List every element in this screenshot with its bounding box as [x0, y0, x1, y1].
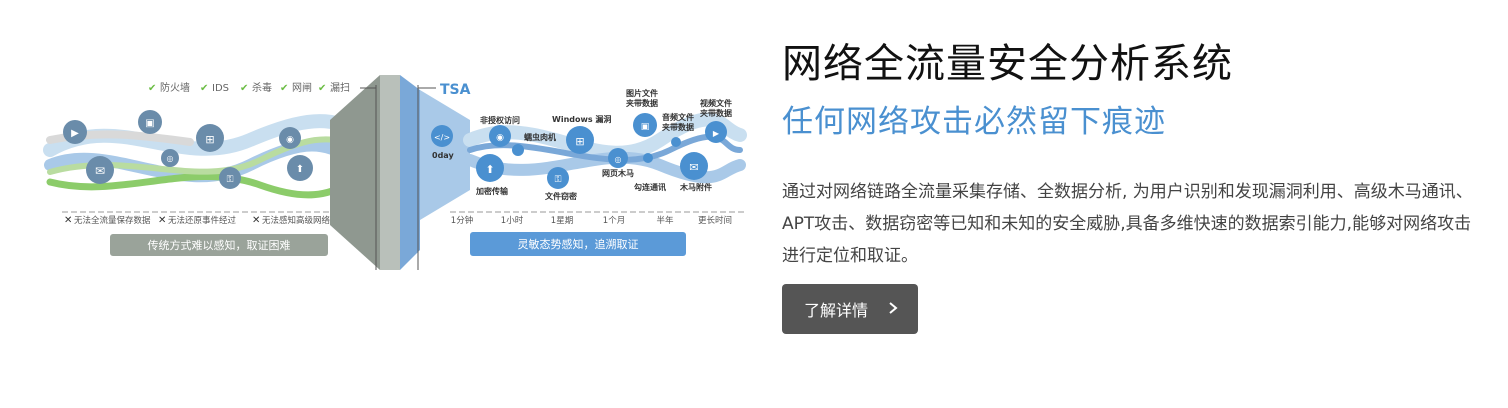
- svg-text:⊞: ⊞: [575, 135, 584, 148]
- check-label: 网闸: [292, 81, 312, 94]
- tsa-funnel: [330, 75, 470, 270]
- threat-label: 文件窃密: [545, 191, 577, 201]
- svg-text:◉: ◉: [286, 135, 294, 145]
- check-label: IDS: [212, 83, 229, 94]
- svg-text:◉: ◉: [496, 133, 504, 143]
- tsa-threat-labels: 0day 非授权访问 蠕虫肉机 Windows 漏洞 图片文件夹带数据 音频文件…: [432, 88, 732, 201]
- traditional-checks: ✔ 防火墙 ✔ IDS ✔ 杀毒 ✔ 网闸 ✔ 漏扫: [148, 81, 350, 94]
- threat-label: 非授权访问: [480, 115, 520, 125]
- failure-label: 无法全流量保存数据: [74, 215, 151, 226]
- svg-text:✕: ✕: [252, 215, 260, 226]
- product-info: 网络全流量安全分析系统 任何网络攻击必然留下痕迹 通过对网络链路全流量采集存储、…: [782, 40, 1482, 289]
- svg-text:⚿: ⚿: [227, 175, 234, 185]
- product-description: 通过对网络链路全流量采集存储、全数据分析, 为用户识别和发现漏洞利用、高级木马通…: [782, 182, 1473, 266]
- svg-text:✔: ✔: [148, 83, 156, 94]
- tsa-label: TSA: [440, 82, 471, 98]
- tsa-illustration: ▶ ✉ ▣ ◎ ⊞ ⚿ ◉ ⬆ </> ✔ 防火墙 ✔ IDS ✔ 杀毒 ✔ 网闸 ✔ 漏…: [43, 75, 747, 270]
- svg-text:⊞: ⊞: [205, 133, 214, 146]
- threat-label: Windows 漏洞: [552, 114, 611, 124]
- threat-label: 蠕虫肉机: [524, 132, 556, 142]
- svg-text:✕: ✕: [158, 215, 166, 226]
- learn-more-label: 了解详情: [804, 301, 869, 320]
- timeline: 1分钟 1小时 1星期 1个月 半年 更长时间: [450, 211, 745, 226]
- svg-text:✔: ✔: [318, 83, 326, 94]
- svg-text:▣: ▣: [641, 122, 650, 132]
- check-label: 漏扫: [330, 81, 350, 94]
- svg-text:◎: ◎: [167, 154, 174, 163]
- tsa-banner: 灵敏态势感知，追溯取证: [470, 232, 686, 256]
- failure-label: 无法感知高级网络攻击: [262, 215, 347, 226]
- tsa-icons: </> ◉ ⬆ ⚿ ⊞ ◎ ▣ ✉ ▶: [431, 113, 727, 189]
- timeline-label: 1分钟: [451, 215, 473, 226]
- svg-text:▶: ▶: [713, 129, 720, 138]
- chevron-right-icon: [888, 301, 898, 318]
- threat-label: 加密传输: [475, 186, 509, 196]
- svg-text:▣: ▣: [145, 118, 154, 129]
- traditional-failures: ✕无法全流量保存数据 ✕无法还原事件经过 ✕无法感知高级网络攻击: [62, 211, 347, 226]
- svg-text:◎: ◎: [615, 155, 622, 164]
- svg-text:✉: ✉: [689, 161, 698, 174]
- timeline-label: 1个月: [603, 216, 625, 226]
- timeline-label: 1小时: [501, 215, 524, 226]
- product-subtitle: 任何网络攻击必然留下痕迹: [782, 104, 1166, 140]
- product-title: 网络全流量安全分析系统: [782, 41, 1233, 87]
- check-label: 防火墙: [160, 81, 190, 94]
- svg-text:✔: ✔: [200, 83, 208, 94]
- traditional-banner: 传统方式难以感知，取证困难: [110, 234, 328, 256]
- failure-label: 无法还原事件经过: [168, 215, 237, 226]
- timeline-label: 半年: [656, 215, 674, 226]
- threat-label: 音频文件夹带数据: [662, 112, 694, 132]
- threat-label: 图片文件夹带数据: [626, 88, 658, 108]
- threat-label: 视频文件夹带数据: [700, 98, 732, 118]
- svg-text:✉: ✉: [95, 164, 105, 178]
- threat-label: 木马附件: [679, 182, 712, 192]
- svg-text:灵敏态势感知，追溯取证: 灵敏态势感知，追溯取证: [518, 237, 639, 251]
- timeline-label: 更长时间: [698, 215, 732, 226]
- threat-label: 网页木马: [602, 168, 634, 178]
- check-label: 杀毒: [252, 81, 272, 94]
- svg-text:⚿: ⚿: [555, 175, 562, 185]
- svg-text:✔: ✔: [280, 83, 288, 94]
- svg-text:</>: </>: [434, 133, 450, 142]
- svg-text:⬆: ⬆: [296, 164, 304, 175]
- svg-text:▶: ▶: [71, 128, 79, 139]
- svg-text:✕: ✕: [64, 215, 72, 226]
- svg-text:传统方式难以感知，取证困难: 传统方式难以感知，取证困难: [148, 238, 291, 252]
- timeline-label: 1星期: [551, 216, 573, 226]
- learn-more-button[interactable]: 了解详情: [782, 284, 918, 334]
- svg-text:✔: ✔: [240, 83, 248, 94]
- threat-label: 0day: [432, 151, 454, 160]
- svg-text:⬆: ⬆: [485, 163, 494, 176]
- threat-label: 勾连通讯: [634, 182, 666, 192]
